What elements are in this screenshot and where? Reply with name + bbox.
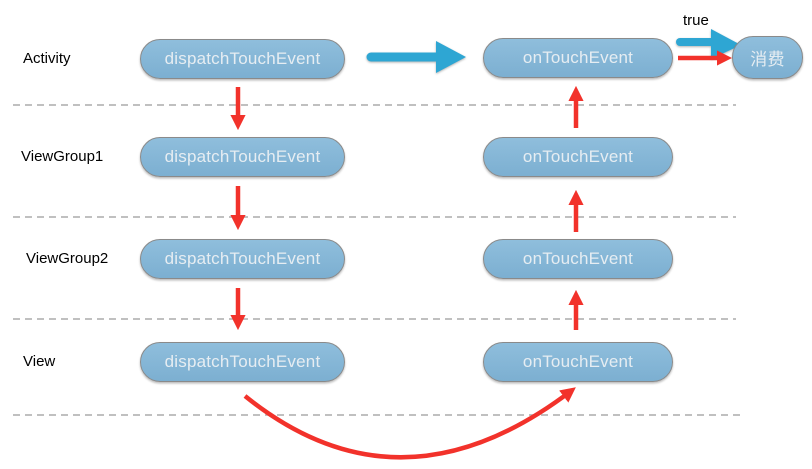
pill-dispatch-activity: dispatchTouchEvent [140, 39, 345, 79]
pill-consume: 消费 [732, 36, 803, 79]
pill-ontouch-activity: onTouchEvent [483, 38, 673, 78]
pill-dispatch-viewgroup2: dispatchTouchEvent [140, 239, 345, 279]
pill-ontouch-view: onTouchEvent [483, 342, 673, 382]
arrow-blue-dispatch-to-ontouch [366, 41, 466, 73]
pill-ontouch-viewgroup2: onTouchEvent [483, 239, 673, 279]
true-condition-label: true [683, 12, 709, 29]
row-label-viewgroup2: ViewGroup2 [26, 250, 109, 267]
arrow-curved-view-dispatch-to-ontouch [243, 387, 576, 460]
row-label-activity: Activity [23, 50, 71, 67]
row-label-view: View [23, 353, 56, 370]
pill-ontouch-viewgroup1: onTouchEvent [483, 137, 673, 177]
pill-dispatch-view: dispatchTouchEvent [140, 342, 345, 382]
pill-dispatch-viewgroup1: dispatchTouchEvent [140, 137, 345, 177]
row-label-viewgroup1: ViewGroup1 [21, 148, 104, 165]
